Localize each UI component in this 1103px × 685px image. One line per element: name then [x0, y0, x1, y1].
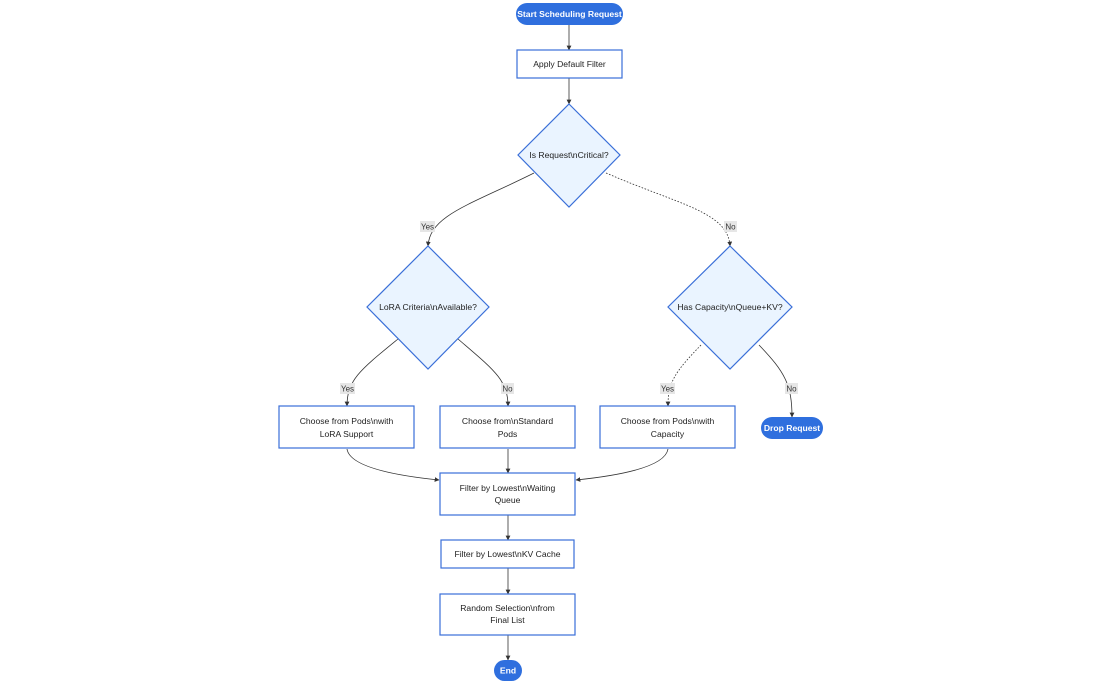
edge-is-critical-no-to-capacity [605, 172, 733, 247]
drop-request-node-label: Drop Request [764, 423, 820, 433]
edge-label-capacity-yes-text: Yes [661, 385, 674, 394]
apply-filter-node-label: Apply Default Filter [533, 59, 606, 69]
choose-capacity-node[interactable]: Choose from Pods\nwith Capacity [599, 405, 736, 449]
has-capacity-decision-label: Has Capacity\nQueue+KV? [677, 302, 783, 312]
choose-capacity-node-label-line2: Capacity [651, 429, 685, 439]
is-critical-decision-label: Is Request\nCritical? [529, 150, 609, 160]
edge-choose-lora-to-filter-waiting [346, 448, 440, 482]
random-selection-node[interactable]: Random Selection\nfrom Final List [439, 593, 576, 636]
edges [344, 25, 795, 661]
start-node-label: Start Scheduling Request [517, 9, 622, 19]
has-capacity-decision[interactable]: Has Capacity\nQueue+KV? [667, 245, 793, 370]
edge-lora-yes-to-choose-lora [344, 338, 399, 407]
end-node-label: End [500, 666, 516, 676]
edge-label-capacity-no: No [785, 383, 798, 394]
filter-waiting-node-label-line1: Filter by Lowest\nWaiting [460, 483, 556, 493]
drop-request-node[interactable]: Drop Request [761, 417, 823, 439]
random-selection-node-label-line2: Final List [490, 615, 525, 625]
choose-lora-node-label-line2: LoRA Support [320, 429, 374, 439]
lora-available-decision[interactable]: LoRA Criteria\nAvailable? [366, 245, 490, 370]
edge-capacity-no-to-drop [758, 344, 795, 418]
edge-choose-capacity-to-filter-waiting [575, 448, 669, 482]
apply-filter-node[interactable]: Apply Default Filter [516, 49, 623, 79]
edge-label-lora-yes-text: Yes [341, 385, 354, 394]
lora-available-decision-label: LoRA Criteria\nAvailable? [379, 302, 477, 312]
edge-label-lora-yes: Yes [340, 383, 355, 394]
filter-kv-node-label: Filter by Lowest\nKV Cache [454, 549, 560, 559]
start-node[interactable]: Start Scheduling Request [516, 3, 623, 25]
choose-standard-node-label-line2: Pods [498, 429, 518, 439]
choose-standard-node-label-line1: Choose from\nStandard [462, 416, 553, 426]
edge-label-critical-no: No [724, 221, 737, 232]
is-critical-decision[interactable]: Is Request\nCritical? [517, 103, 621, 208]
choose-standard-node[interactable]: Choose from\nStandard Pods [439, 405, 576, 449]
edge-label-lora-no: No [501, 383, 514, 394]
edge-label-critical-no-text: No [725, 223, 736, 232]
edge-lora-no-to-choose-standard [457, 338, 511, 407]
end-node[interactable]: End [494, 660, 522, 681]
edge-label-capacity-yes: Yes [660, 383, 675, 394]
edge-labels: Yes No Yes No Yes No [340, 221, 798, 394]
choose-capacity-node-label-line1: Choose from Pods\nwith [621, 416, 715, 426]
random-selection-node-label-line1: Random Selection\nfrom [460, 603, 555, 613]
filter-waiting-node-label-line2: Queue [495, 495, 521, 505]
edge-label-capacity-no-text: No [786, 385, 797, 394]
edge-label-critical-yes-text: Yes [421, 223, 434, 232]
filter-kv-node[interactable]: Filter by Lowest\nKV Cache [440, 539, 575, 569]
edge-capacity-yes-to-choose-capacity [665, 344, 702, 407]
edge-label-lora-no-text: No [502, 385, 513, 394]
filter-waiting-node[interactable]: Filter by Lowest\nWaiting Queue [439, 472, 576, 516]
edge-label-critical-yes: Yes [420, 221, 435, 232]
edge-is-critical-yes-to-lora [425, 172, 535, 247]
choose-lora-node[interactable]: Choose from Pods\nwith LoRA Support [278, 405, 415, 449]
nodes: Start Scheduling Request Apply Default F… [278, 3, 823, 681]
choose-lora-node-label-line1: Choose from Pods\nwith [300, 416, 394, 426]
